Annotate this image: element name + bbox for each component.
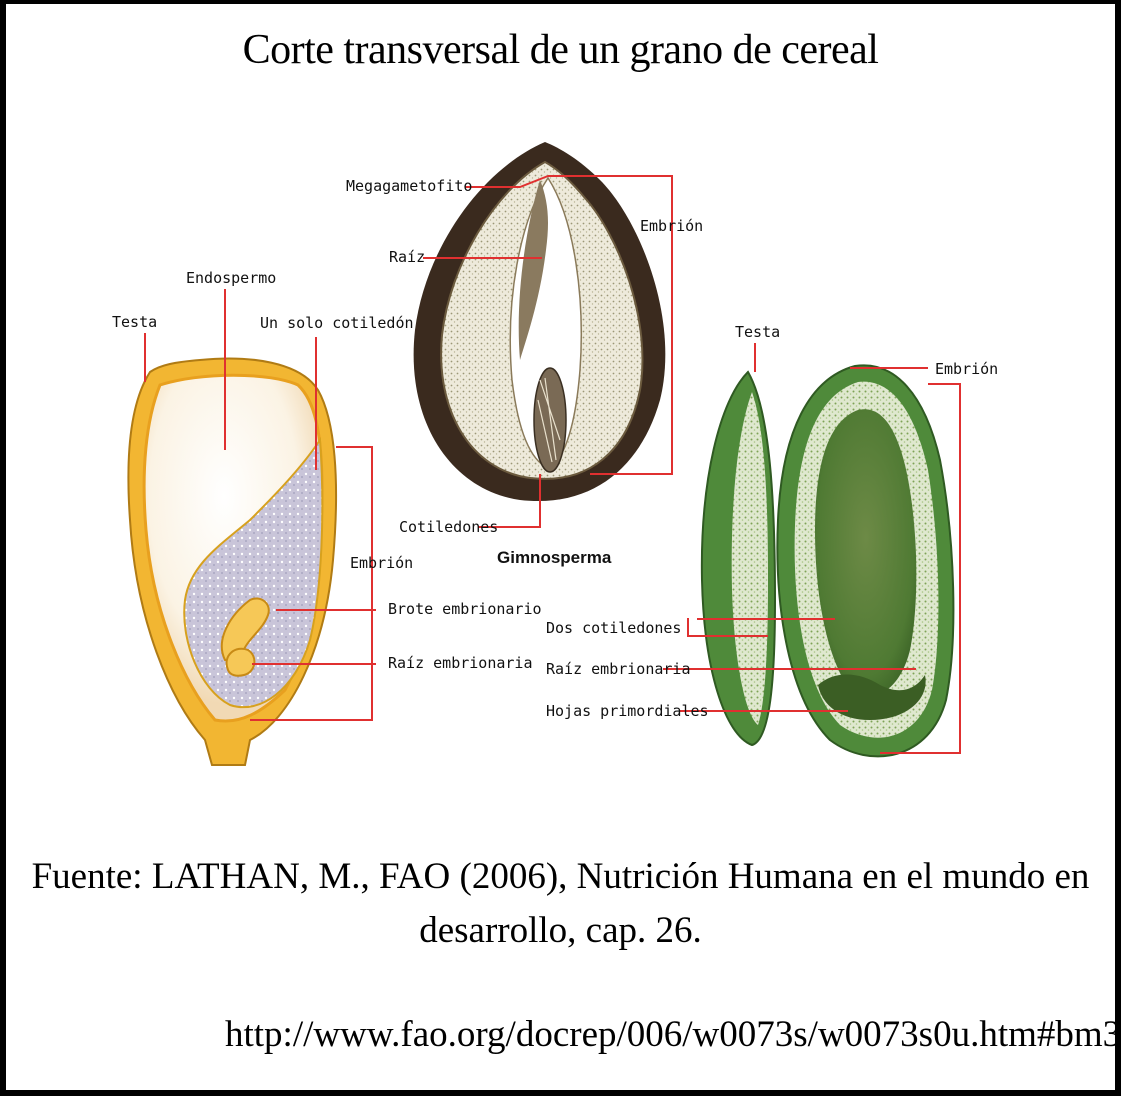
dicot-leaves-label: Hojas primordiales: [546, 702, 709, 720]
gymnosperm-cotyledons-label: Cotiledones: [399, 518, 498, 536]
dicot-seed-illustration: [702, 365, 954, 756]
gymnosperm-root-label: Raíz: [389, 248, 425, 266]
dicot-cotyledons-label: Dos cotiledones: [546, 619, 681, 637]
dicot-testa-label: Testa: [735, 323, 780, 341]
dicot-embryo-label: Embrión: [935, 360, 998, 378]
monocot-endosperm-label: Endospermo: [186, 269, 276, 287]
gymnosperm-embryo-label: Embrión: [640, 217, 703, 235]
source-citation: Fuente: LATHAN, M., FAO (2006), Nutrició…: [0, 850, 1121, 958]
monocot-embryo-label: Embrión: [350, 554, 413, 572]
gymnosperm-caption: Gimnosperma: [497, 548, 612, 567]
source-line-1: Fuente: LATHAN, M., FAO (2006), Nutrició…: [0, 850, 1121, 904]
monocot-shoot-label: Brote embrionario: [388, 600, 542, 618]
monocot-seed-illustration: [128, 359, 336, 765]
source-line-2: desarrollo, cap. 26.: [0, 904, 1121, 958]
monocot-testa-label: Testa: [112, 313, 157, 331]
gymnosperm-megagametophyte-label: Megagametofito: [346, 177, 472, 195]
monocot-root-label: Raíz embrionaria: [388, 654, 533, 672]
source-url: http://www.fao.org/docrep/006/w0073s/w00…: [225, 1013, 1121, 1056]
monocot-cotyledon-label: Un solo cotiledón: [260, 314, 414, 332]
dicot-root-label: Raíz embrionaria: [546, 660, 691, 678]
gymnosperm-seed-illustration: [414, 142, 666, 501]
